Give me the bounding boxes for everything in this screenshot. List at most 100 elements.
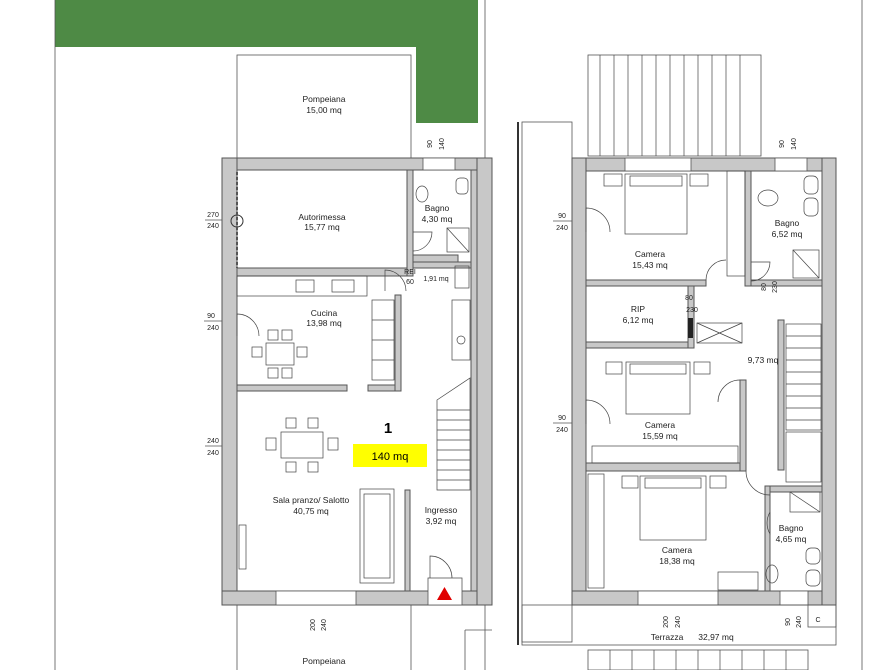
shower-bagno1-icon [792, 249, 820, 279]
bed-camera2-pillows [629, 363, 687, 375]
dining-chair-4 [307, 417, 319, 429]
camera2-area: 15,59 mq [642, 431, 678, 441]
gf-window-bottom [275, 590, 357, 606]
wardrobe-camera1 [726, 170, 746, 277]
nightstand-2a [605, 361, 623, 375]
uf-window-bottom-right [779, 590, 809, 606]
dim-c: C [815, 617, 820, 624]
gf-wall-garage-bottom [236, 267, 414, 277]
gf-wall-inner-right [470, 169, 478, 592]
entry-door-swing [429, 555, 453, 579]
gf-wall-cucina-right [394, 294, 402, 392]
dim-240-ter: 240 [796, 616, 803, 628]
uf-wall-left [571, 157, 587, 606]
bagno-gf-area: 4,30 mq [422, 214, 453, 224]
camera3-door-swing [745, 470, 771, 496]
uf-wall-rip-right [687, 285, 695, 349]
camera2-name: Camera [645, 420, 676, 430]
shower-bagno2-diag [789, 491, 821, 513]
dining-chair-2 [327, 437, 339, 451]
kitchen-chair-3 [267, 329, 279, 341]
kitchen-sink [331, 279, 355, 293]
terrazza-area: 32,97 mq [698, 632, 734, 642]
dim-240-cucina: 240 [207, 325, 219, 332]
cucina-door-swing [236, 313, 260, 337]
kitchen-chair-6 [281, 367, 293, 379]
dining-chair-6 [307, 461, 319, 473]
rei-name: REI [404, 269, 416, 276]
rei-area: 1,91 mq [423, 276, 448, 283]
entry-marker-icon [437, 587, 452, 600]
camera3-area: 18,38 mq [659, 556, 695, 566]
dim-200-cam3: 200 [663, 616, 670, 628]
gf-wall-rei [412, 261, 472, 269]
uf-window-top-left [624, 157, 692, 172]
nightstand-1a [603, 173, 623, 187]
nightstand-3a [621, 475, 639, 489]
uf-window-top [774, 157, 808, 172]
bagno-gf-name: Bagno [425, 203, 450, 213]
kitchen-chair-1 [251, 346, 263, 358]
dim-90-top-left: 90 [427, 140, 434, 148]
camera1-door-swing [585, 207, 611, 233]
terrazza-name: Terrazza [651, 632, 684, 642]
bed-camera1-pillows [629, 175, 683, 187]
bagno2-name: Bagno [779, 523, 804, 533]
sala-area: 40,75 mq [293, 506, 329, 516]
dim-90-cucina: 90 [207, 313, 215, 320]
dim-230-bagno: 230 [772, 281, 779, 293]
uf-wall-bagno2-top [767, 485, 823, 493]
gf-wall-cucina-bottom [236, 384, 348, 392]
kitchen-chair-4 [281, 329, 293, 341]
bagno1-name: Bagno [775, 218, 800, 228]
dim-240-sala-1: 240 [207, 438, 219, 445]
dining-chair-1 [265, 437, 277, 451]
tv-unit [238, 524, 247, 570]
stairs-uf [785, 323, 822, 431]
dim-240-a: 240 [207, 223, 219, 230]
autorimessa-area: 15,77 mq [304, 222, 340, 232]
balcony-top [587, 54, 762, 157]
kitchen-counter [236, 275, 368, 297]
dim-240-cam2: 240 [556, 427, 568, 434]
camera3-name: Camera [662, 545, 693, 555]
stairs-gf [436, 377, 471, 491]
dim-240-cam1: 240 [556, 225, 568, 232]
rip-name: RIP [631, 304, 646, 314]
unit-area-highlight [353, 444, 427, 467]
gf-wall-garage-right [406, 169, 414, 277]
garden-lawn-strip [416, 47, 478, 123]
bagno2-area: 4,65 mq [776, 534, 807, 544]
dim-270: 270 [207, 212, 219, 219]
uf-wall-stair-left [777, 319, 785, 471]
bidet-bagno2-icon [805, 569, 821, 587]
ingresso-name: Ingresso [425, 505, 458, 515]
camera1-name: Camera [635, 249, 666, 259]
uf-wall-rip-bottom [585, 341, 695, 349]
kitchen-table [265, 342, 295, 366]
uf-wall-cam2-right [739, 379, 747, 472]
dim-240-sala-2: 240 [207, 450, 219, 457]
bed-camera2 [625, 361, 691, 415]
shower-bagno1-diag [792, 249, 820, 279]
rei-door-swing [384, 269, 407, 292]
bagno1-area: 6,52 mq [772, 229, 803, 239]
stair-post [456, 335, 466, 345]
wardrobe-camera3 [587, 473, 605, 589]
disimpegno-area: 9,73 mq [748, 355, 779, 365]
toilet-bagno1-icon [803, 175, 819, 195]
shower-diag [446, 227, 470, 253]
unit-area: 140 mq [372, 451, 409, 463]
bed-camera3-pillows [644, 477, 702, 489]
gf-wall-ingresso [404, 489, 411, 592]
nightstand-1b [689, 173, 709, 187]
sink-bagno1-icon [757, 189, 779, 207]
dim-140-top-right: 140 [791, 138, 798, 150]
dim-240-sala-b: 240 [321, 619, 328, 631]
ingresso-area: 3,92 mq [426, 516, 457, 526]
stair-landing-uf [785, 431, 822, 483]
terrace-side-outline [521, 121, 573, 643]
pompeiana-top-name: Pompeiana [302, 94, 345, 104]
toilet-bagno2-icon [805, 547, 821, 565]
